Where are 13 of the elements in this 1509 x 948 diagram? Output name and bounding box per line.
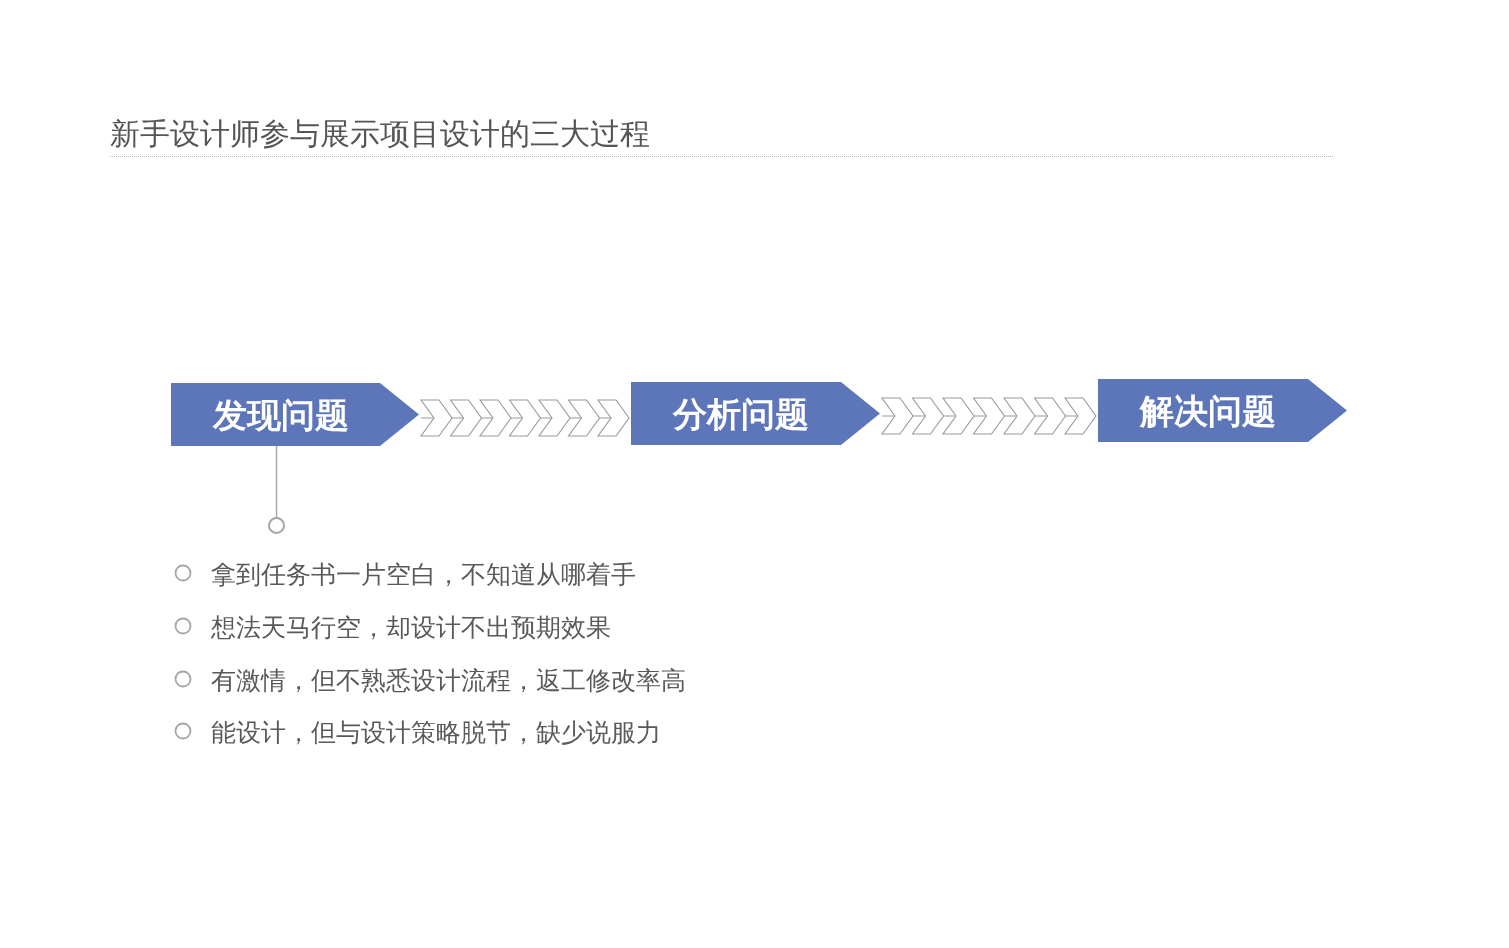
step-arrow [171, 383, 419, 446]
list-item-text: 有激情，但不熟悉设计流程，返工修改率高 [211, 666, 686, 696]
step-title: 分析问题 [673, 393, 809, 434]
step-title: 解决问题 [1140, 390, 1276, 431]
ring-icon [268, 517, 285, 534]
step-title: 发现问题 [212, 394, 349, 435]
step-arrow [631, 382, 880, 445]
step-arrow [1098, 379, 1347, 442]
leader-line [275, 445, 278, 518]
title-text: 新手设计师参与展示项目设计的三大过程 [110, 116, 650, 152]
list-item-text: 能设计，但与设计策略脱节，缺少说服力 [211, 718, 661, 748]
list-item-text: 拿到任务书一片空白，不知道从哪着手 [211, 560, 636, 590]
list-item-text: 想法天马行空，却设计不出预期效果 [211, 613, 611, 643]
